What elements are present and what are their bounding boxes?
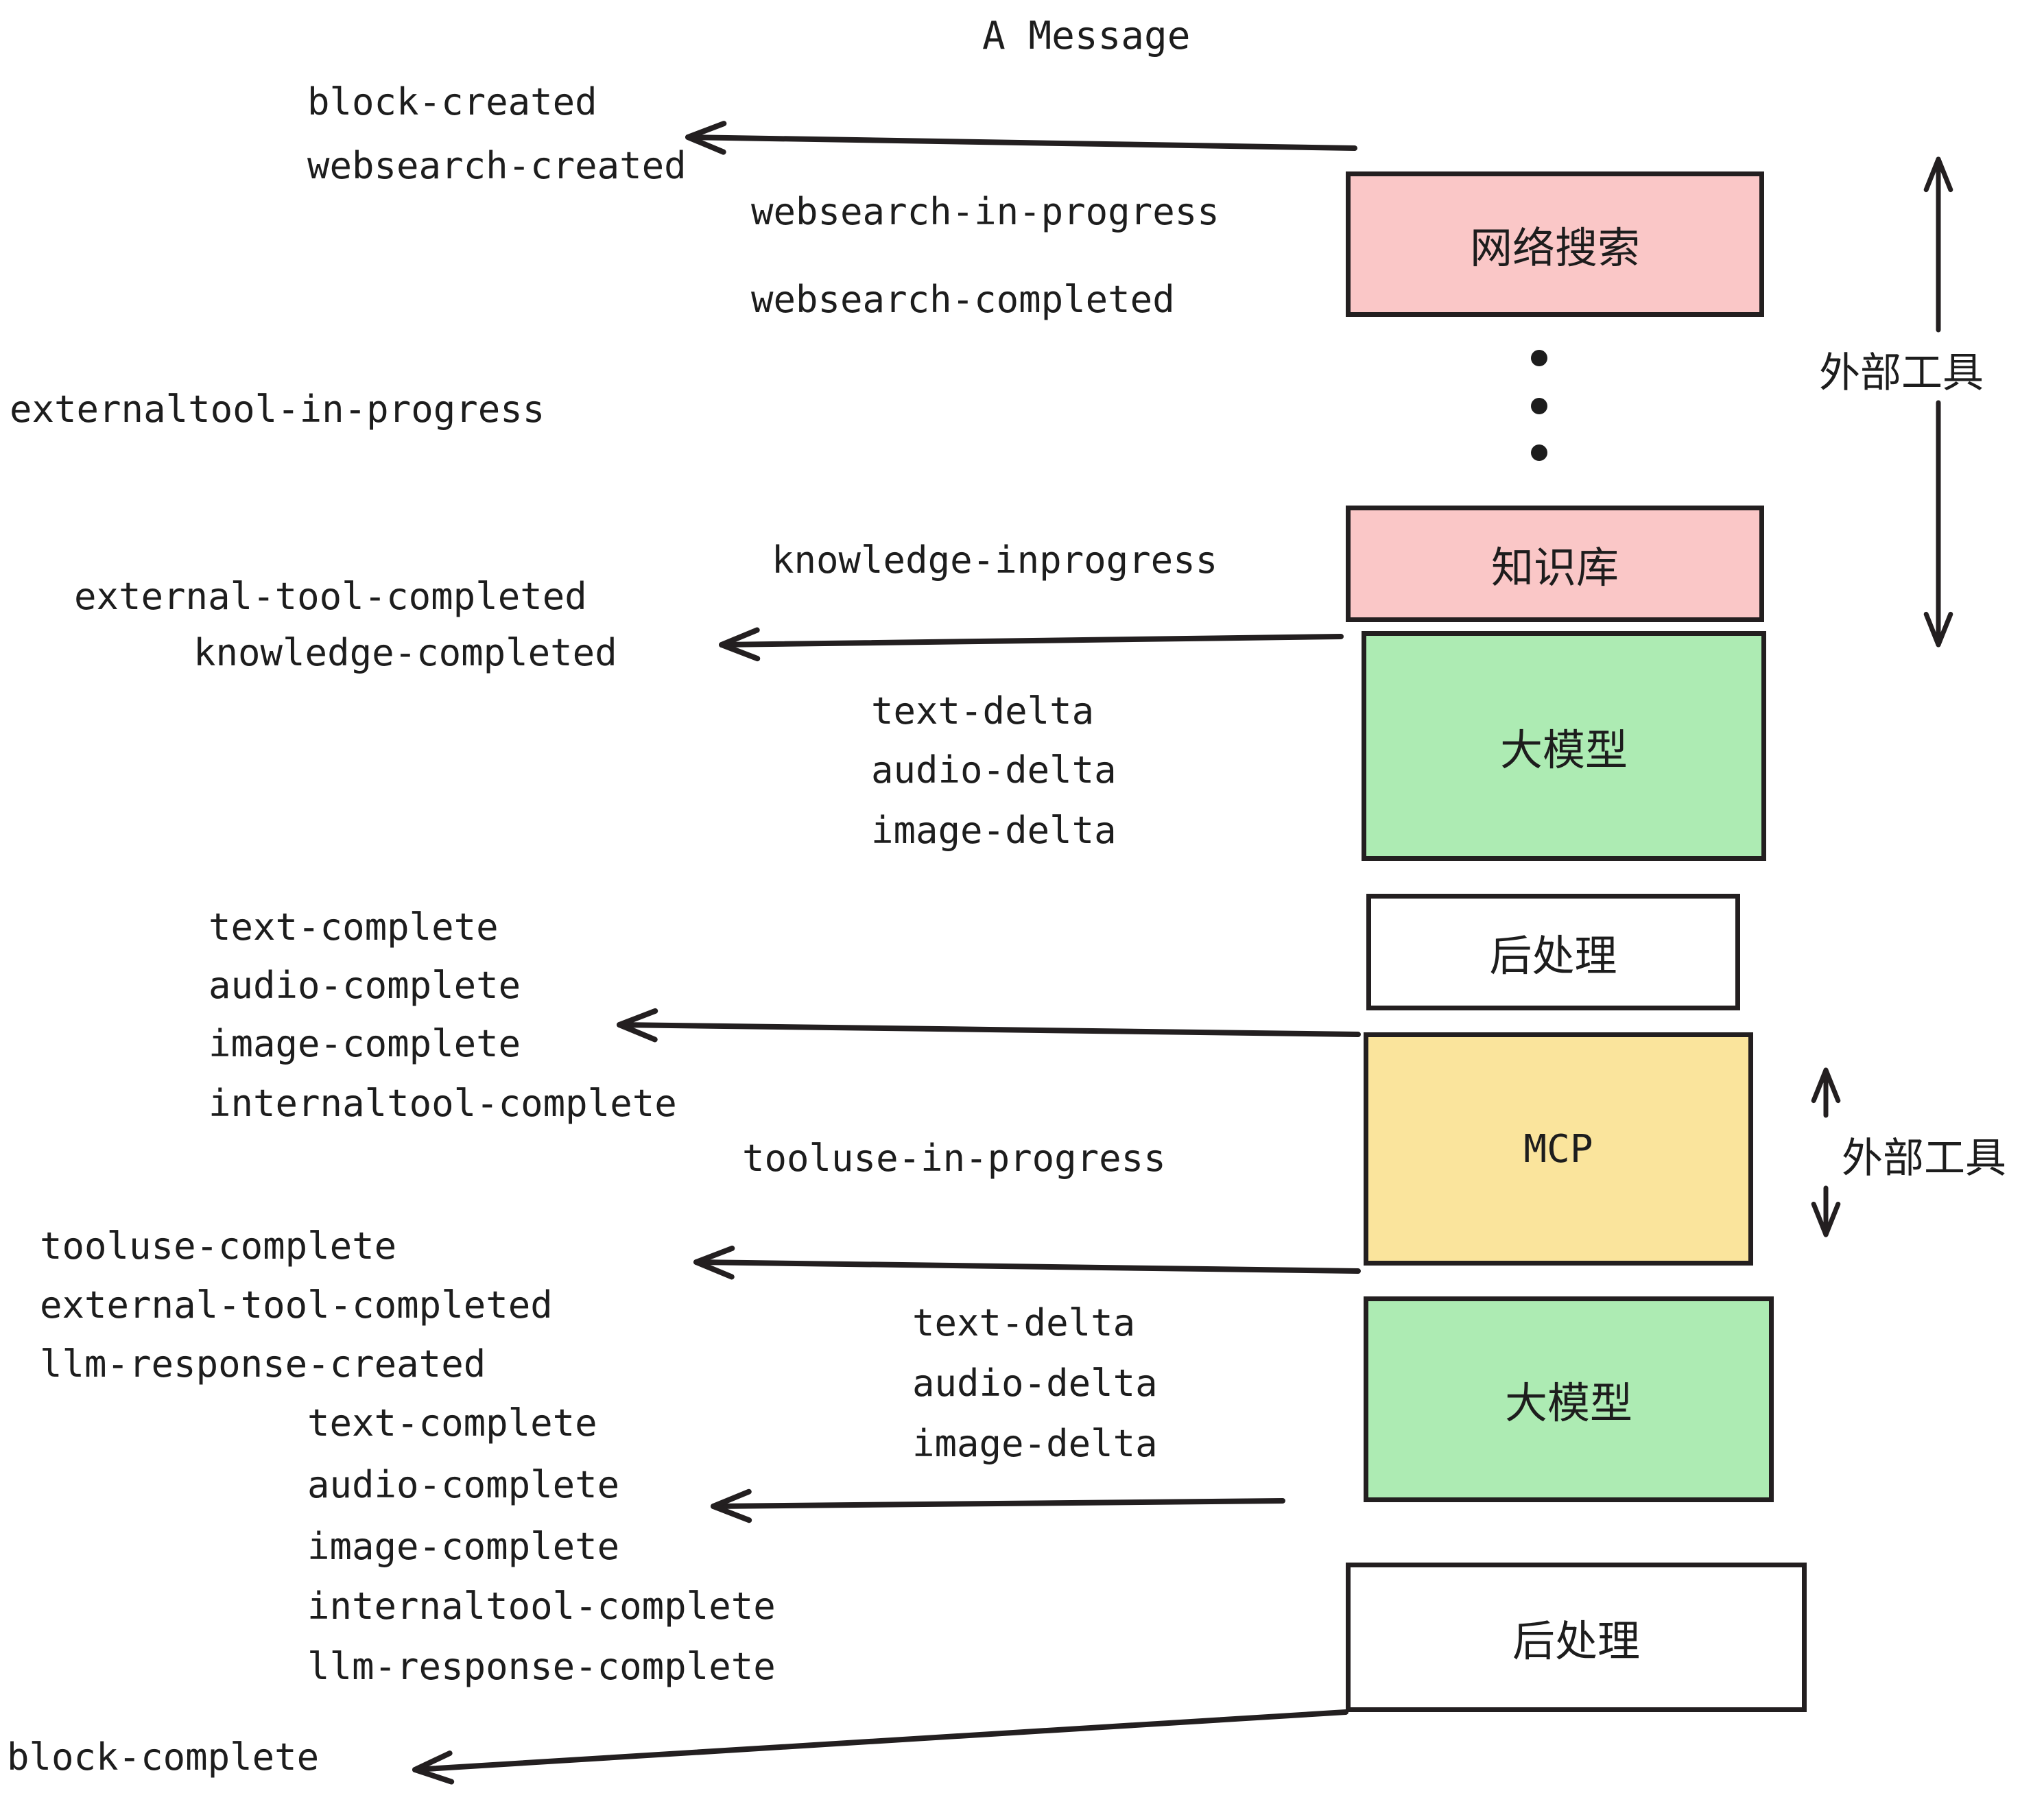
node-label: 后处理	[1512, 1616, 1640, 1666]
event-label-image-delta-1: image-delta	[871, 809, 1117, 852]
node-box-mcp: MCP	[1364, 1032, 1753, 1266]
node-label: 大模型	[1504, 1378, 1632, 1428]
ellipsis-dot-3	[1531, 444, 1547, 461]
audio-complete-arrow	[711, 1488, 1285, 1523]
node-box-llm-bottom: 大模型	[1364, 1296, 1774, 1502]
event-label-image-complete-1: image-complete	[209, 1022, 521, 1065]
event-label-websearch-completed: websearch-completed	[751, 278, 1175, 321]
node-label: 网络搜索	[1469, 223, 1640, 273]
event-label-audio-delta-2: audio-delta	[912, 1362, 1158, 1405]
event-label-llm-response-created: llm-response-created	[40, 1342, 486, 1386]
event-label-tooluse-complete: tooluse-complete	[40, 1224, 397, 1268]
block-created-arrow	[685, 121, 1357, 155]
event-label-llm-response-complete: llm-response-complete	[307, 1645, 776, 1688]
page-title: A Message	[982, 14, 1191, 58]
event-label-block-complete: block-complete	[7, 1735, 320, 1779]
event-label-internaltool-complete-1: internaltool-complete	[209, 1082, 677, 1125]
event-label-block-created: block-created	[307, 80, 597, 123]
event-label-externaltool-in-progress: externaltool-in-progress	[10, 388, 545, 431]
node-box-llm-top: 大模型	[1362, 631, 1766, 861]
event-label-websearch-created: websearch-created	[307, 144, 687, 187]
block-complete-arrow	[412, 1709, 1348, 1785]
node-label: MCP	[1523, 1126, 1593, 1172]
event-label-websearch-in-progress: websearch-in-progress	[751, 190, 1220, 233]
event-label-audio-delta-1: audio-delta	[871, 748, 1117, 792]
external-tools-top-double-arrow	[1923, 156, 1953, 648]
node-label: 后处理	[1489, 931, 1617, 981]
node-box-websearch: 网络搜索	[1346, 171, 1764, 317]
event-label-knowledge-inprogress: knowledge-inprogress	[772, 538, 1218, 582]
event-label-audio-complete-1: audio-complete	[209, 964, 521, 1007]
ellipsis-dot-1	[1531, 350, 1547, 366]
event-label-image-complete-2: image-complete	[307, 1525, 620, 1568]
node-box-postprocess-bottom: 后处理	[1346, 1563, 1807, 1712]
event-label-external-tool-completed-1: external-tool-completed	[74, 575, 587, 618]
event-label-image-delta-2: image-delta	[912, 1422, 1158, 1465]
side-label-external-tools-bottom: 外部工具	[1842, 1135, 2006, 1183]
external-tools-bottom-double-arrow	[1811, 1067, 1841, 1237]
node-label: 知识库	[1490, 543, 1619, 593]
node-box-knowledge: 知识库	[1346, 506, 1764, 622]
node-box-postprocess-top: 后处理	[1366, 894, 1740, 1010]
event-label-text-delta-1: text-delta	[871, 689, 1095, 733]
event-label-text-complete-1: text-complete	[209, 905, 499, 949]
event-label-internaltool-complete-2: internaltool-complete	[307, 1585, 776, 1628]
event-label-external-tool-completed-2: external-tool-completed	[40, 1283, 553, 1327]
node-label: 大模型	[1499, 724, 1628, 775]
event-label-text-complete-2: text-complete	[307, 1401, 597, 1445]
event-label-audio-complete-2: audio-complete	[307, 1463, 620, 1506]
event-label-knowledge-completed: knowledge-completed	[193, 631, 617, 674]
event-label-tooluse-in-progress: tooluse-in-progress	[742, 1137, 1166, 1180]
knowledge-completed-arrow	[719, 627, 1344, 662]
ellipsis-dot-2	[1531, 398, 1547, 414]
side-label-external-tools-top: 外部工具	[1819, 349, 1984, 397]
tooluse-complete-arrow	[693, 1245, 1361, 1280]
event-label-text-delta-2: text-delta	[912, 1301, 1136, 1344]
image-complete-arrow	[617, 1008, 1361, 1043]
